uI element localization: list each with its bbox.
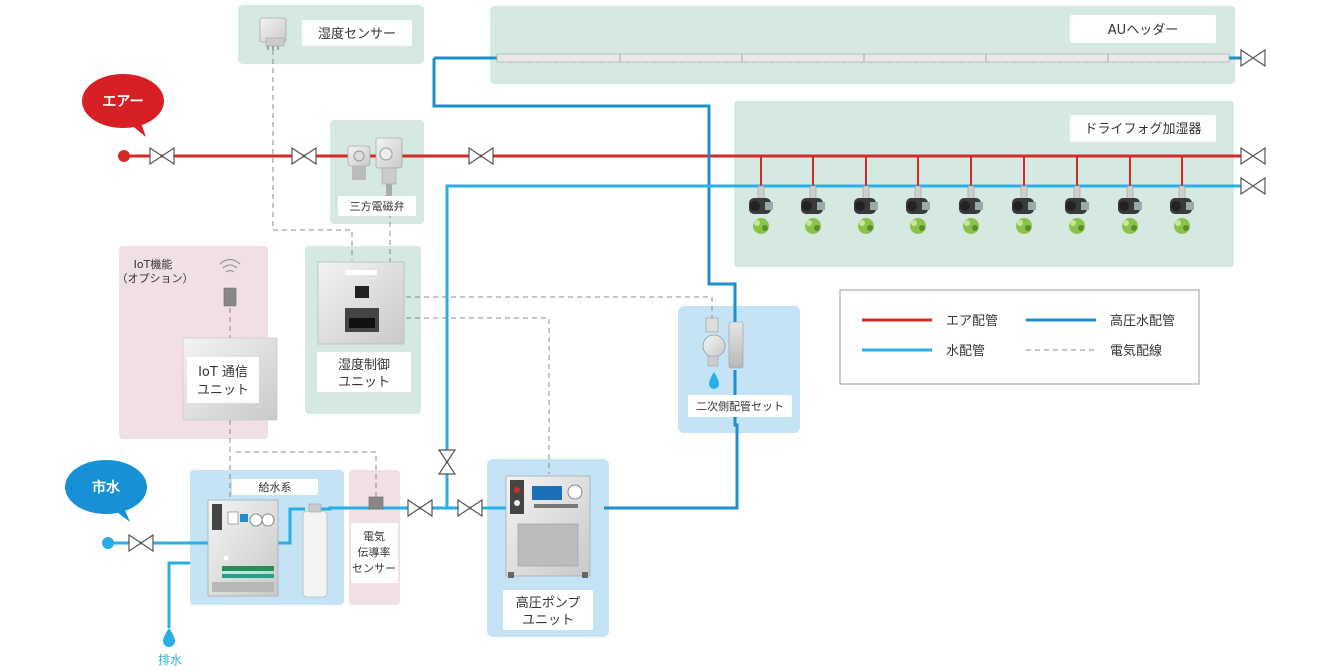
au-header-label-box bbox=[1070, 15, 1216, 43]
iot-unit-label-box bbox=[187, 357, 259, 403]
humidity-sensor-device bbox=[259, 17, 287, 50]
secondary-piping-label-box bbox=[688, 395, 792, 417]
pump-device bbox=[505, 475, 591, 578]
air-bubble-label: エアー bbox=[102, 94, 143, 110]
nozzle bbox=[958, 156, 984, 235]
city-water-dot bbox=[102, 537, 114, 549]
conductivity-label-line1: 電気 bbox=[363, 529, 385, 543]
water-valve-pump-2[interactable] bbox=[457, 499, 483, 517]
air-bubble: エアー bbox=[82, 74, 164, 137]
water-supply-label: 給水系 bbox=[259, 480, 292, 494]
nozzle bbox=[748, 156, 774, 235]
au-header-label: AUヘッダー bbox=[1108, 23, 1178, 38]
au-header-ticks bbox=[501, 62, 1223, 65]
nozzle bbox=[905, 156, 931, 235]
iot-antenna-module bbox=[223, 287, 237, 307]
pump-label-line2: ユニット bbox=[522, 613, 574, 628]
au-header-zone bbox=[490, 6, 1235, 84]
au-header-bar bbox=[496, 53, 1230, 63]
hp-end-valve[interactable] bbox=[1240, 49, 1266, 67]
legend-water-label: 水配管 bbox=[946, 344, 985, 359]
iot-option-label: （オプション） bbox=[117, 272, 194, 285]
legend-air-label: エア配管 bbox=[946, 314, 998, 329]
drain-drop-icon bbox=[163, 628, 175, 647]
air-valve-3[interactable] bbox=[468, 147, 494, 165]
water-riser-valve[interactable] bbox=[437, 449, 457, 475]
nozzle bbox=[1169, 156, 1195, 235]
air-end-valve[interactable] bbox=[1240, 147, 1266, 165]
nozzle bbox=[800, 156, 826, 235]
air-source-dot bbox=[118, 150, 130, 162]
drain-label: 排水 bbox=[158, 653, 182, 667]
humidity-control-label-line2: ユニット bbox=[338, 375, 390, 390]
humidity-control-label-box bbox=[317, 352, 411, 392]
water-supply-device bbox=[207, 499, 328, 598]
water-supply-label-box bbox=[232, 479, 318, 495]
city-water-valve[interactable] bbox=[128, 534, 154, 552]
air-main-valve[interactable] bbox=[149, 147, 175, 165]
three-way-valve-label: 三方電磁弁 bbox=[350, 199, 405, 213]
iot-function-label: IoT機能 bbox=[134, 257, 173, 271]
nozzle bbox=[1011, 156, 1037, 235]
humidity-sensor-label-box bbox=[302, 20, 412, 46]
iot-unit-label-line2: ユニット bbox=[197, 383, 249, 398]
dry-fog-label: ドライフォグ加湿器 bbox=[1084, 122, 1201, 137]
conductivity-label-line3: センサー bbox=[352, 562, 396, 575]
water-valve-pump-1[interactable] bbox=[407, 499, 433, 517]
dry-fog-label-box bbox=[1070, 115, 1216, 142]
pump-label-box bbox=[503, 590, 593, 630]
nozzle bbox=[1064, 156, 1090, 235]
humidity-sensor-label: 湿度センサー bbox=[318, 26, 396, 42]
conductivity-label-line2: 伝導率 bbox=[358, 545, 391, 559]
air-valve-2[interactable] bbox=[291, 147, 317, 165]
conductivity-sensor-device bbox=[368, 496, 384, 510]
pump-label-line1: 高圧ポンプ bbox=[516, 595, 581, 611]
wifi-icon bbox=[219, 258, 241, 273]
water-end-valve[interactable] bbox=[1240, 177, 1266, 195]
humidity-control-device bbox=[317, 261, 405, 345]
city-water-bubble: 市水 bbox=[65, 460, 147, 522]
three-way-valve-label-box bbox=[338, 196, 416, 216]
city-water-bubble-label: 市水 bbox=[92, 479, 121, 496]
electric-wiring bbox=[229, 50, 713, 508]
legend: エア配管 高圧水配管 水配管 電気配線 bbox=[839, 289, 1200, 385]
three-way-valve-device bbox=[347, 137, 403, 196]
conductivity-label-box bbox=[351, 523, 398, 583]
legend-hp-water-label: 高圧水配管 bbox=[1110, 313, 1175, 329]
legend-wire-label: 電気配線 bbox=[1110, 343, 1162, 359]
iot-unit-label-line1: IoT 通信 bbox=[198, 365, 248, 380]
nozzle bbox=[1117, 156, 1143, 235]
nozzle bbox=[853, 156, 879, 235]
humidity-control-label-line1: 湿度制御 bbox=[338, 357, 390, 373]
secondary-piping-device bbox=[702, 317, 744, 389]
secondary-piping-label: 二次側配管セット bbox=[696, 399, 784, 413]
dry-fog-nozzles bbox=[748, 156, 1195, 235]
